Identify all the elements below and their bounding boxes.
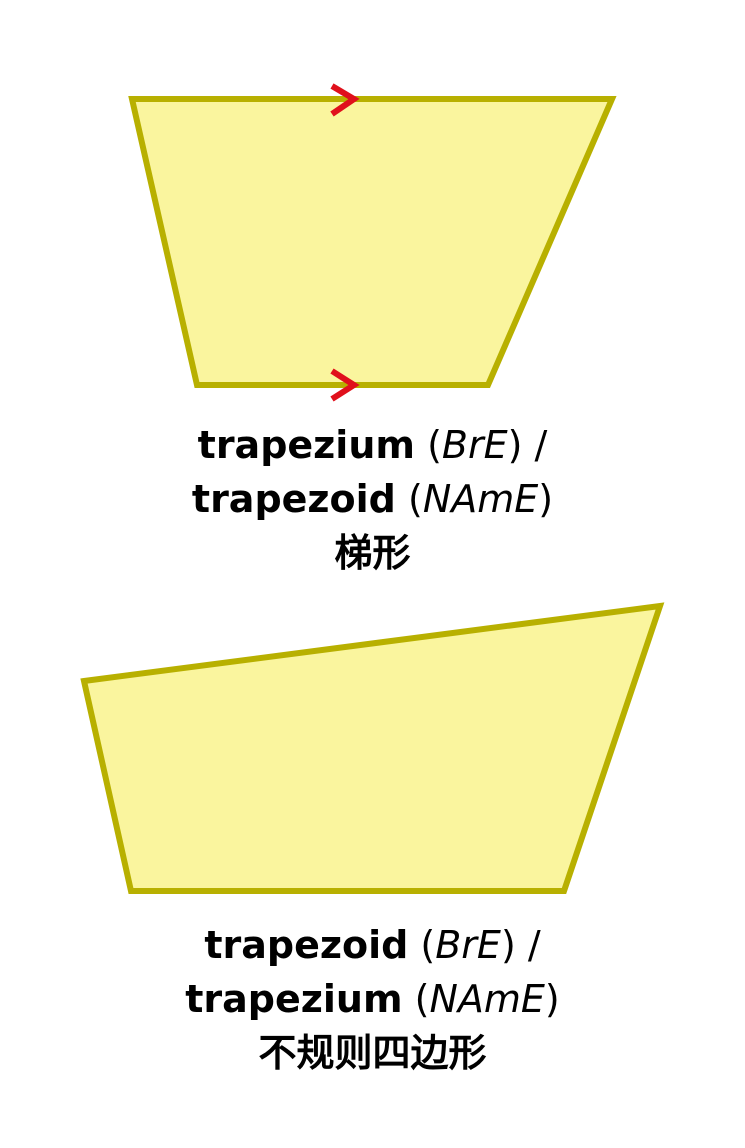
caption-variant: BrE bbox=[435, 923, 501, 967]
irregular-quadrilateral-caption: trapezoid (BrE) / trapezium (NAmE) 不规则四边… bbox=[0, 918, 745, 1080]
caption-term: trapezoid bbox=[191, 477, 396, 521]
caption-line-2: trapezium (NAmE) bbox=[185, 977, 560, 1021]
caption-variant: BrE bbox=[441, 423, 508, 467]
caption-line-1: trapezoid (BrE) / bbox=[204, 923, 541, 967]
trapezium-caption: trapezium (BrE) / trapezoid (NAmE) 梯形 bbox=[0, 418, 745, 580]
caption-separator: / bbox=[534, 423, 548, 467]
parallel-marker-top-icon bbox=[330, 83, 360, 117]
caption-variant: NAmE bbox=[429, 977, 545, 1021]
caption-term: trapezium bbox=[197, 423, 415, 467]
parallel-marker-bottom-icon bbox=[330, 368, 360, 402]
caption-term: trapezium bbox=[185, 977, 403, 1021]
caption-term: trapezoid bbox=[204, 923, 409, 967]
caption-chinese: 不规则四边形 bbox=[258, 1031, 487, 1075]
irregular-quadrilateral-shape bbox=[80, 602, 665, 894]
caption-chinese: 梯形 bbox=[334, 531, 411, 575]
trapezium-shape bbox=[128, 96, 617, 388]
caption-variant: NAmE bbox=[422, 477, 539, 521]
caption-line-2: trapezoid (NAmE) bbox=[191, 477, 554, 521]
caption-line-1: trapezium (BrE) / bbox=[197, 423, 548, 467]
caption-separator: / bbox=[527, 923, 541, 967]
